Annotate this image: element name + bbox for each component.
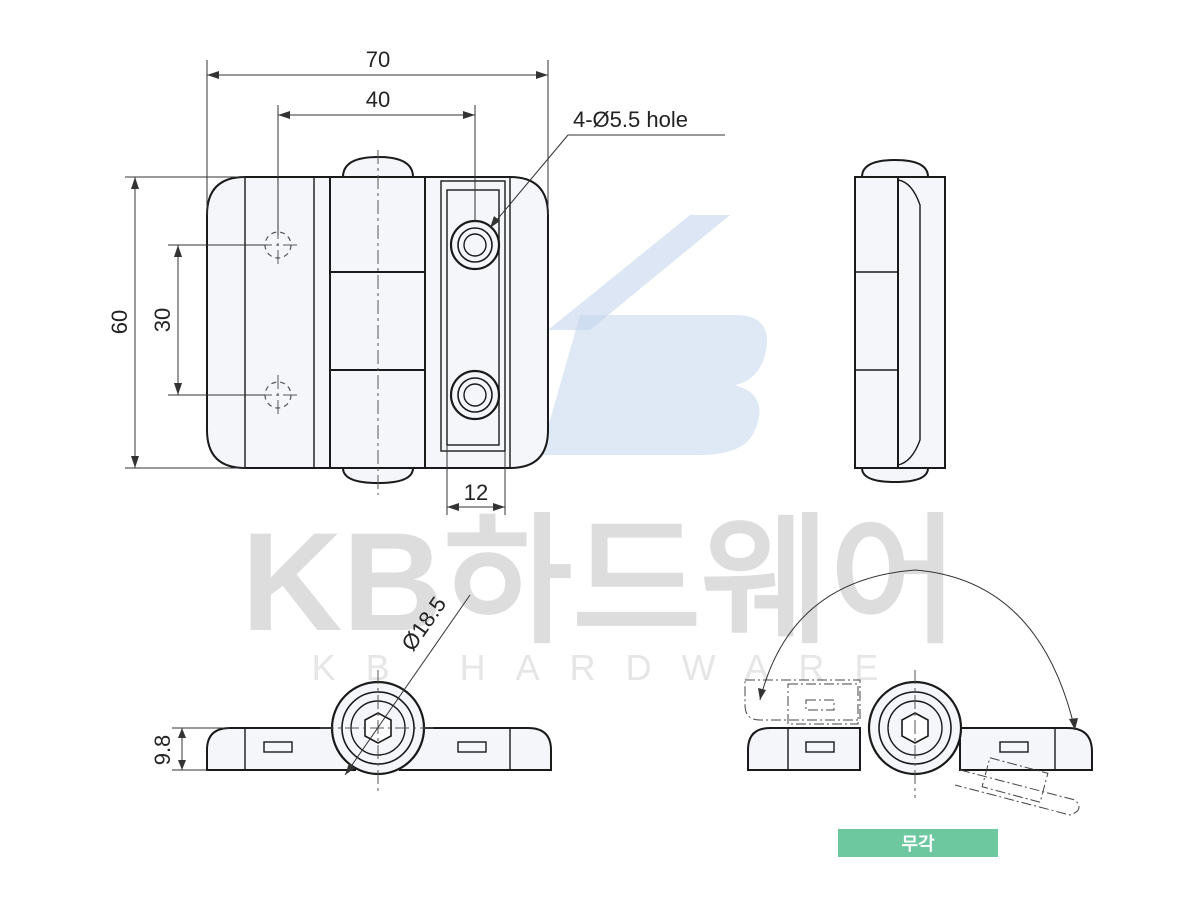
right-leaf xyxy=(424,176,549,469)
side-cap-top xyxy=(860,158,930,178)
phantom-leaf-rotated xyxy=(954,769,1080,816)
side-leaf xyxy=(897,176,946,469)
watermark-main-text: KB하드웨어 xyxy=(241,503,958,660)
rotation-right-leaf xyxy=(959,727,1093,771)
finish-badge-label: 무각 xyxy=(901,834,935,854)
hinge-top-view-rotation xyxy=(744,569,1093,816)
side-knuckle xyxy=(854,176,899,469)
countersunk-hole-bottom xyxy=(449,369,501,421)
dimension-lines-front xyxy=(125,60,725,515)
hinge-top-view-closed xyxy=(172,594,552,795)
dim-width-overall: 70 xyxy=(366,47,390,72)
dim-width-inner: 40 xyxy=(366,87,390,112)
dim-leaf-edge: 12 xyxy=(464,480,488,505)
rotation-left-leaf xyxy=(747,727,861,771)
rotation-arc xyxy=(759,569,1076,731)
hinge-front-view xyxy=(206,150,549,495)
watermark-sub-text: KB HARDWARE xyxy=(312,647,909,688)
top-view-right-leaf xyxy=(399,727,552,771)
dim-height-holes: 30 xyxy=(150,308,175,332)
dim-hole-callout: 4-Ø5.5 hole xyxy=(573,107,688,132)
side-cap-bottom xyxy=(860,467,930,484)
top-view-left-leaf xyxy=(206,727,356,771)
dim-thickness: 9.8 xyxy=(150,735,175,766)
countersunk-hole-top xyxy=(449,219,501,271)
hinge-side-view xyxy=(854,158,946,484)
phantom-leaf-inner xyxy=(787,683,859,725)
phantom-leaf-left xyxy=(744,679,861,721)
finish-badge xyxy=(838,829,998,857)
dim-height-overall: 60 xyxy=(107,310,132,334)
left-leaf xyxy=(206,176,331,469)
